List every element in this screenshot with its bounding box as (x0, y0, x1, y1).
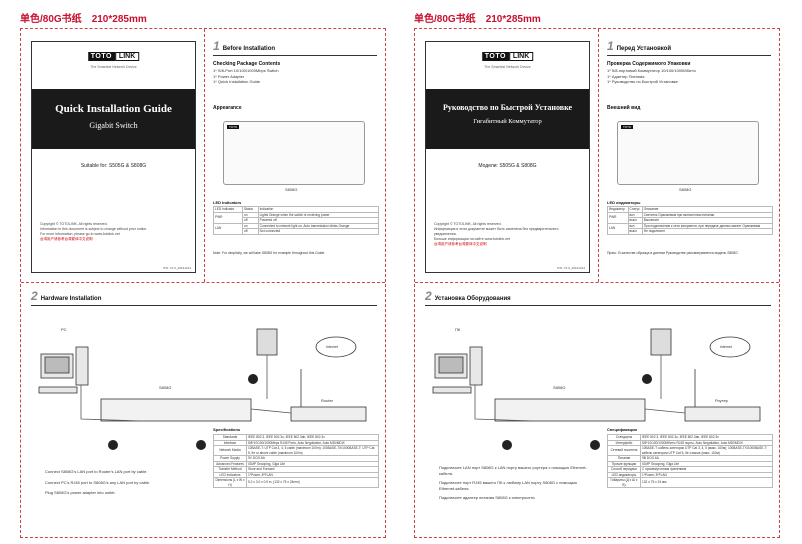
led-title: LED Indicators (213, 200, 242, 205)
title-band-ru: Руководство по Быстрой Установке Гигабит… (426, 89, 589, 149)
check-title: Checking Package Contents (213, 61, 281, 67)
pc-label-ru: ПК (455, 327, 461, 332)
package-list-ru: 1* 5/8-портовый Коммутатор 10/100/1000Мб… (607, 68, 697, 84)
copyright-block-ru: Copyright © TOTOLINK, All rights reserve… (434, 222, 559, 246)
step-badges-ru (502, 374, 652, 450)
led-title-ru: LED индикаторы (607, 200, 641, 205)
model-label-ru: S808G (679, 187, 692, 192)
note-ru: Прим.: В качестве образца в данном Руков… (607, 251, 738, 255)
internet-label-ru: Internet (720, 345, 732, 349)
cover-title: Quick Installation Guide (55, 103, 172, 115)
install-steps: Connect S808G's LAN port to Router's LAN… (45, 469, 151, 495)
power-adapter-icon-ru (650, 328, 672, 356)
internet-label: Internet (326, 345, 338, 349)
pc-icon-ru (432, 346, 483, 394)
part-number: P/N: V1.0_20161214 (163, 266, 191, 270)
spec-title: Specifications (213, 427, 241, 432)
switch-image: TOTO (223, 121, 365, 185)
cables-ru (474, 355, 686, 422)
appearance-title: Appearance (213, 105, 242, 111)
tagline-ru: The Smartest Network Device (484, 65, 531, 69)
pc-label: PC (61, 327, 67, 332)
router-icon-ru (684, 369, 761, 422)
cover-subtitle-ru: Гигабитный Коммутатор (473, 118, 542, 125)
switch-model-label: S808G (159, 385, 172, 390)
switch-icon-ru (494, 398, 646, 422)
spec-title-ru: Спецификации (607, 427, 638, 432)
step-badges (108, 374, 258, 450)
internet-cloud-icon (315, 336, 357, 358)
copyright-block: Copyright © TOTOLINK, All rights reserve… (40, 222, 148, 241)
check-title-ru: Проверка Содержимого Упаковки (607, 61, 691, 67)
suitable-for-ru: Модели: S505G & S808G (478, 163, 537, 169)
title-band: Quick Installation Guide Gigabit Switch (32, 89, 195, 149)
part-number-ru: P/N: V1.0_20161214 (557, 266, 585, 270)
appearance-title-ru: Внешний вид (607, 105, 641, 111)
installation-diagram-ru (432, 328, 761, 450)
note: Note: For simplicity, we will take S808G… (213, 251, 326, 255)
switch-icon (100, 398, 252, 422)
cover-subtitle: Gigabit Switch (89, 121, 138, 130)
router-label: Router (321, 398, 334, 403)
cables (80, 355, 292, 422)
pc-icon (38, 346, 89, 394)
installation-diagram (38, 328, 367, 450)
tagline: The Smartest Network Device (90, 65, 137, 69)
install-steps-ru: Подключите LAN порт S808G к LAN порту ва… (439, 465, 587, 500)
router-icon (290, 369, 367, 422)
model-label: S808G (285, 187, 298, 192)
internet-cloud-icon-ru (709, 336, 751, 358)
cover-title-ru: Руководство по Быстрой Установке (442, 103, 573, 112)
suitable-for: Suitable for: S505G & S808G (80, 163, 147, 169)
switch-image-ru: TOTO (617, 121, 759, 185)
power-adapter-icon (256, 328, 278, 356)
switch-model-label-ru: S808G (553, 385, 566, 390)
router-label-ru: Роутер (715, 398, 728, 403)
